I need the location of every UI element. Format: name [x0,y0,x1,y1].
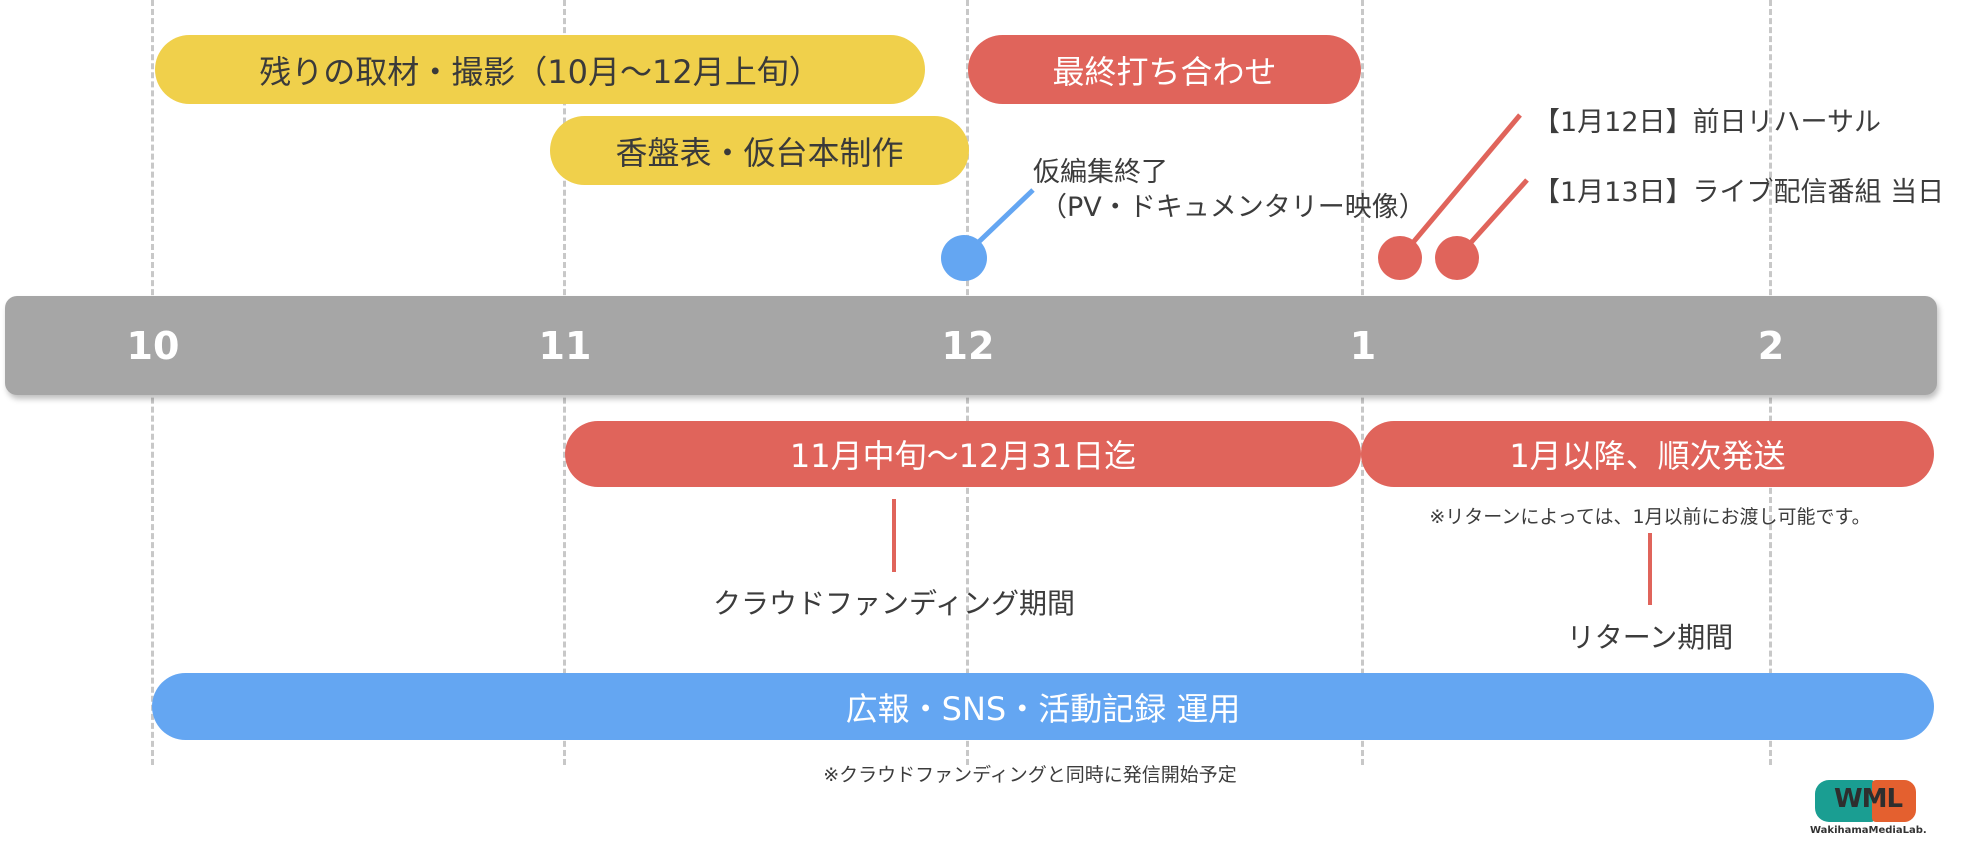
pr-sns-bar: 広報・SNS・活動記録 運用 [152,673,1934,740]
month-label-11: 11 [538,323,592,368]
month-label-10: 10 [126,323,180,368]
pr-note: ※クラウドファンディングと同時に発信開始予定 [823,764,1237,786]
wml-logo: WML WakihamaMediaLab. [1810,780,1930,840]
rough-edit-dot [941,235,987,281]
return-label: リターン期間 [1566,621,1734,654]
live-broadcast-label: 【1月13日】ライブ配信番組 当日 [1533,177,1945,208]
month-label-2: 2 [1757,323,1785,368]
rough-edit-label-1: 仮編集終了 [1033,157,1168,188]
return-bar: 1月以降、順次発送 [1361,421,1934,487]
rough-edit-label-2: （PV・ドキュメンタリー映像） [1040,192,1426,223]
return-note: ※リターンによっては、1月以前にお渡し可能です。 [1429,506,1871,528]
rehearsal-dot [1378,236,1422,280]
logo-mark: WML [1810,780,1930,822]
month-label-12: 12 [941,323,995,368]
timeline-axis: 10 11 12 1 2 [5,296,1937,395]
crowdfunding-period-bar: 11月中旬～12月31日迄 [565,421,1361,487]
script-production-bar: 香盤表・仮台本制作 [550,116,969,185]
logo-name: WakihamaMediaLab. [1810,825,1927,836]
month-label-1: 1 [1349,323,1377,368]
rehearsal-connector [1398,113,1522,260]
final-meeting-bar: 最終打ち合わせ [968,35,1361,104]
remaining-shooting-bar: 残りの取材・撮影（10月～12月上旬） [155,35,925,104]
live-dot [1435,236,1479,280]
crowdfunding-label: クラウドファンディング期間 [712,587,1076,620]
rehearsal-label: 【1月12日】前日リハーサル [1533,107,1881,138]
